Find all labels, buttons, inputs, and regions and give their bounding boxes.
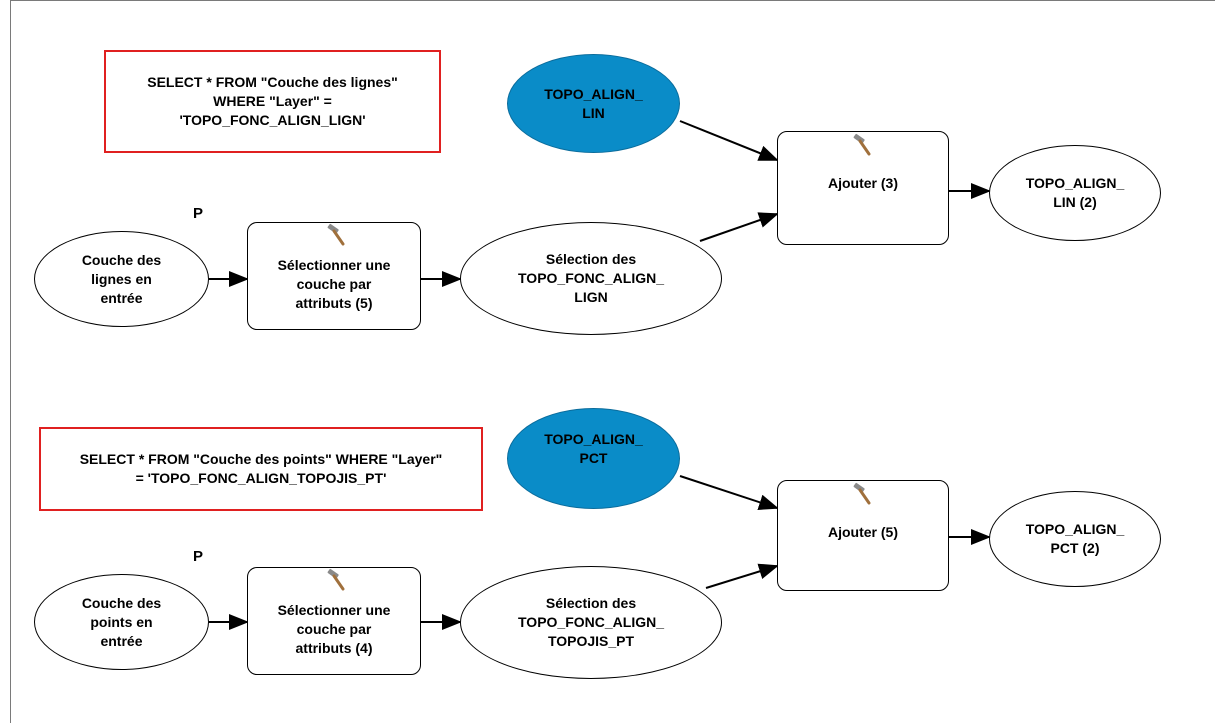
- data-node-target-bottom[interactable]: TOPO_ALIGN_ PCT: [507, 408, 680, 509]
- data-node-target-top[interactable]: TOPO_ALIGN_ LIN: [507, 54, 680, 153]
- hammer-icon: [327, 223, 345, 246]
- sql-expression-top: SELECT * FROM "Couche des lignes" WHERE …: [104, 50, 441, 153]
- connector-selection-to-append-bottom: [705, 563, 779, 589]
- tool-append-bottom[interactable]: Ajouter (5): [777, 480, 949, 591]
- data-node-input-top[interactable]: Couche des lignes en entrée: [34, 231, 209, 327]
- connector-selection-to-append-top: [699, 212, 779, 242]
- hammer-icon: [853, 482, 871, 505]
- connector-target-to-append-bottom: [679, 475, 779, 510]
- tool-select-by-attributes-top[interactable]: Sélectionner une couche par attributs (5…: [247, 222, 421, 330]
- sql-expression-bottom: SELECT * FROM "Couche des points" WHERE …: [39, 427, 483, 511]
- tool-label: Ajouter (5): [828, 524, 898, 540]
- data-node-output-bottom[interactable]: TOPO_ALIGN_ PCT (2): [989, 491, 1161, 587]
- tool-label: Sélectionner une couche par attributs (5…: [277, 256, 391, 311]
- tool-label: Sélectionner une couche par attributs (4…: [277, 601, 391, 656]
- tool-label: Ajouter (3): [828, 174, 898, 191]
- parameter-marker-top: P: [193, 205, 204, 222]
- data-node-input-bottom[interactable]: Couche des points en entrée: [34, 574, 209, 670]
- hammer-icon: [853, 133, 871, 156]
- hammer-icon: [327, 568, 345, 591]
- connector-target-to-append-top: [679, 120, 779, 161]
- tool-select-by-attributes-bottom[interactable]: Sélectionner une couche par attributs (4…: [247, 567, 421, 675]
- tool-append-top[interactable]: Ajouter (3): [777, 131, 949, 245]
- data-node-selection-bottom[interactable]: Sélection des TOPO_FONC_ALIGN_ TOPOJIS_P…: [460, 566, 722, 679]
- parameter-marker-bottom: P: [193, 548, 204, 565]
- canvas-frame: [10, 0, 1215, 723]
- data-node-output-top[interactable]: TOPO_ALIGN_ LIN (2): [989, 145, 1161, 241]
- data-node-selection-top[interactable]: Sélection des TOPO_FONC_ALIGN_ LIGN: [460, 222, 722, 335]
